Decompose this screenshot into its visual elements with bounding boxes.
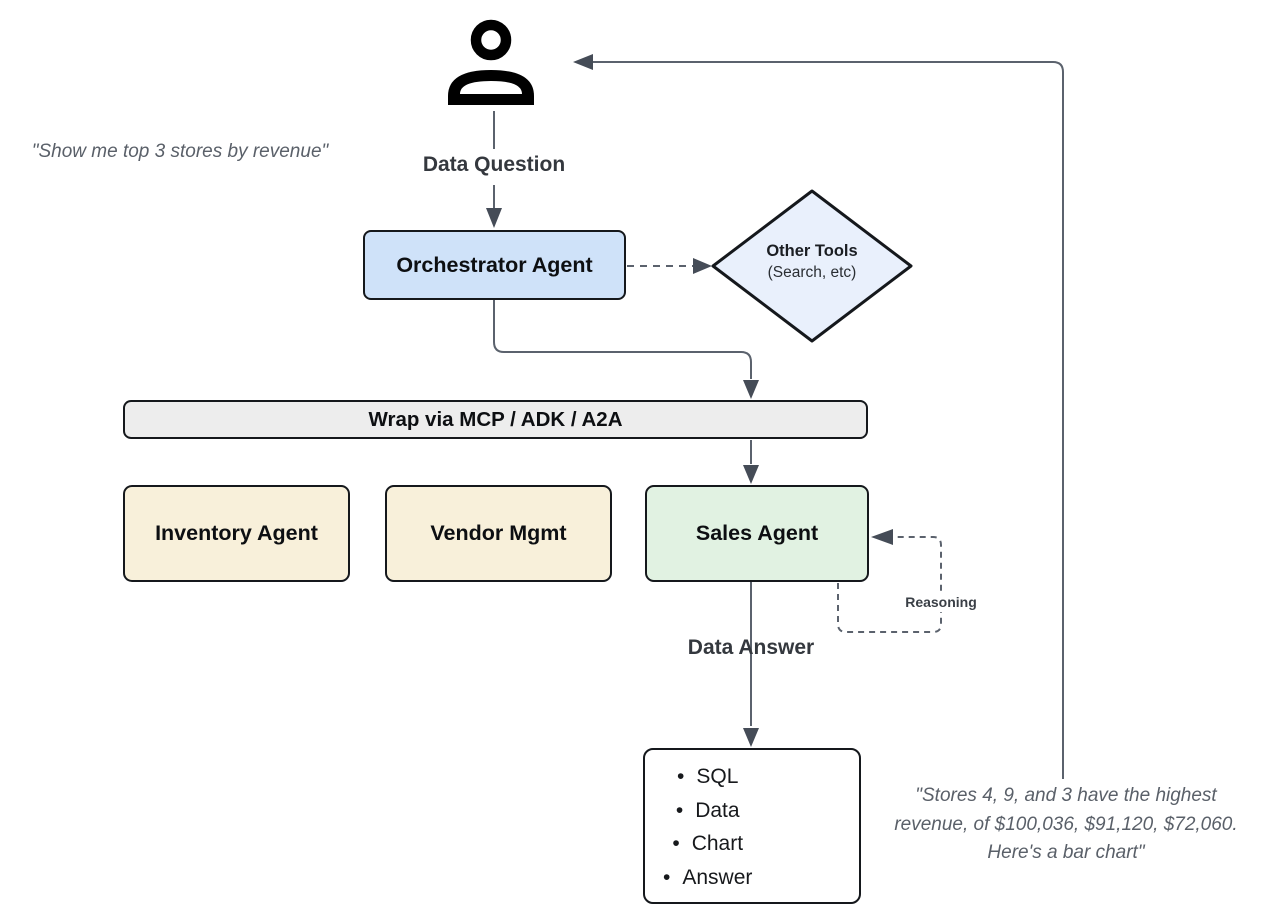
other-tools-title: Other Tools [766, 242, 858, 260]
output-artifacts-node: SQL Data Chart Answer [643, 748, 861, 904]
data-question-label: Data Question [422, 153, 566, 176]
orchestrator-to-tools-dashed-arrow [627, 258, 712, 274]
inventory-agent-node: Inventory Agent [123, 485, 350, 582]
output-item-chart: Chart [663, 827, 752, 861]
orchestrator-agent-node: Orchestrator Agent [363, 230, 626, 300]
output-artifacts-list: SQL Data Chart Answer [645, 760, 752, 894]
reasoning-label: Reasoning [893, 592, 989, 612]
question-to-orchestrator-arrow [486, 185, 502, 228]
wrapbar-to-sales-arrow [743, 440, 759, 484]
output-item-answer: Answer [663, 861, 752, 895]
user-request-quote: "Show me top 3 stores by revenue" [31, 141, 329, 162]
other-tools-subtitle: (Search, etc) [767, 264, 857, 281]
sales-agent-node: Sales Agent [645, 485, 869, 582]
vendor-mgmt-node: Vendor Mgmt [385, 485, 612, 582]
output-item-data: Data [663, 794, 752, 828]
output-item-sql: SQL [663, 760, 752, 794]
answer-to-user-return-arrow [573, 54, 1064, 779]
wrap-protocol-bar: Wrap via MCP / ADK / A2A [123, 400, 868, 439]
user-person-icon [448, 19, 534, 105]
other-tools-node-text: Other Tools (Search, etc) [737, 240, 887, 284]
sales-to-output-arrow [743, 582, 759, 747]
other-tools-diamond [711, 189, 913, 343]
orchestrator-to-wrapbar-arrow [493, 300, 759, 399]
reasoning-loop-dashed-arrow [837, 529, 942, 633]
data-answer-label: Data Answer [687, 636, 815, 659]
agent-response-quote: "Stores 4, 9, and 3 have the highest rev… [894, 785, 1238, 863]
